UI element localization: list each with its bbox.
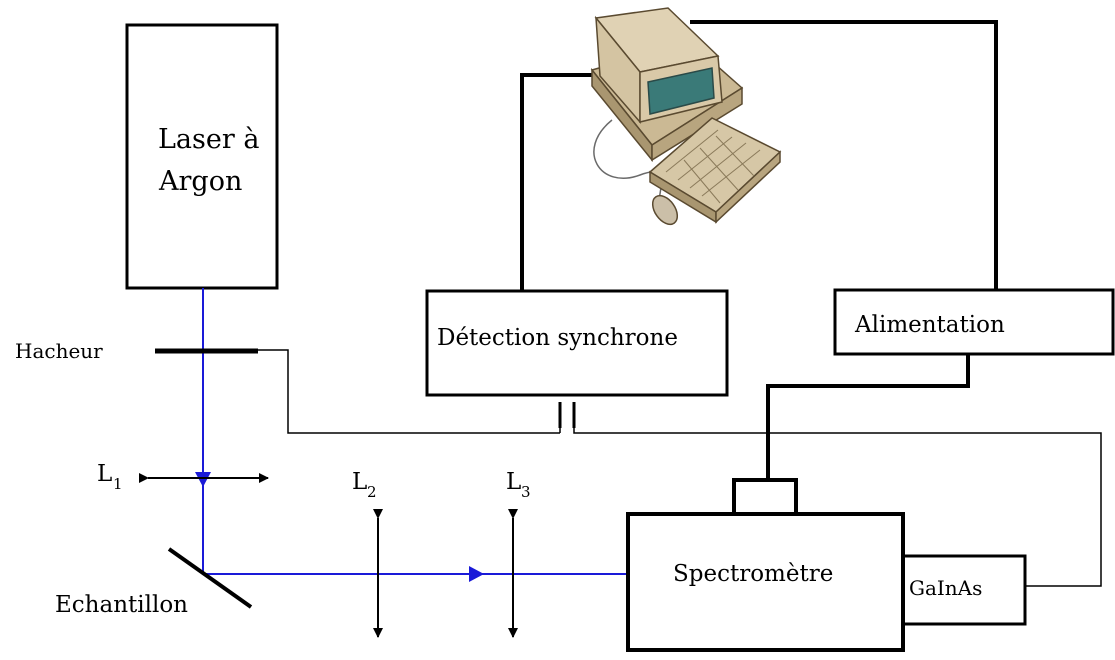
- lens-l3-subscript: 3: [521, 483, 531, 501]
- detector-label: GaInAs: [909, 576, 982, 600]
- laser-beam: [202, 288, 628, 575]
- laser-label-line2: Argon: [158, 166, 242, 197]
- chopper-label: Hacheur: [15, 339, 103, 363]
- sample-label: Echantillon: [55, 592, 188, 618]
- computer-cables: [520, 20, 998, 481]
- lockin-box: [425, 289, 729, 397]
- lens-l1-subscript: 1: [113, 475, 123, 493]
- lens-l2-label: L: [352, 469, 367, 495]
- spectrometer-port: [732, 478, 798, 516]
- lockin-label: Détection synchrone: [437, 325, 678, 351]
- detector-box: [901, 554, 1027, 626]
- beam-arrow-right: [469, 566, 484, 582]
- laser-label-line1: Laser à: [158, 124, 259, 155]
- lockin-connector: [558, 402, 576, 428]
- lens-l2-subscript: 2: [367, 483, 377, 501]
- lens-l1-label: L: [97, 461, 112, 487]
- reference-signal-line: [258, 349, 1102, 587]
- spectrometer-label: Spectromètre: [673, 561, 833, 587]
- power-supply-box: [833, 288, 1115, 356]
- computer-icon: [590, 7, 782, 226]
- lens-l3-label: L: [506, 469, 521, 495]
- power-supply-label: Alimentation: [854, 312, 1005, 338]
- laser-box: [125, 23, 279, 290]
- sample-mirror: [167, 547, 253, 609]
- beam-arrow-down: [195, 472, 211, 487]
